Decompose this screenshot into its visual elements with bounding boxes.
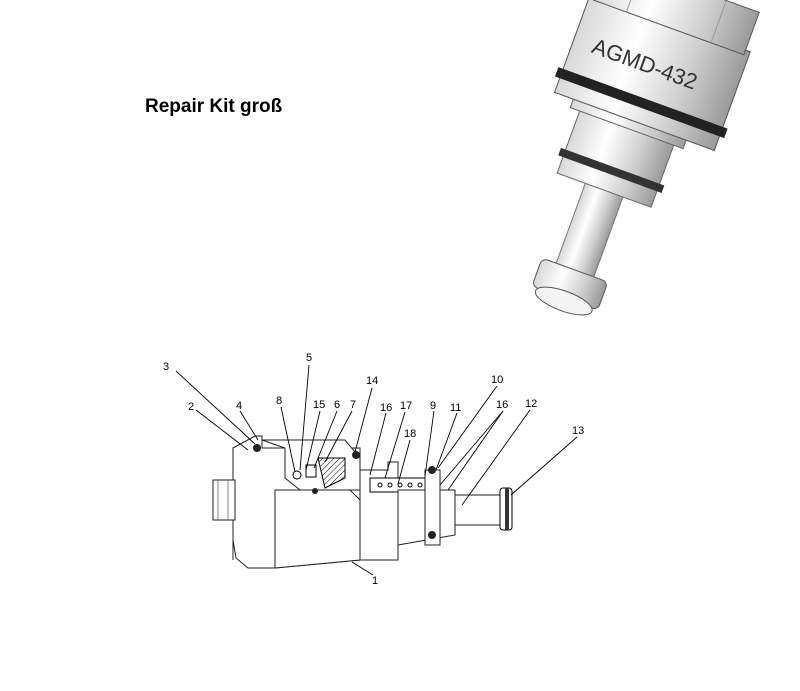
callout-17: 17 bbox=[400, 400, 412, 412]
render-oring-lower bbox=[558, 147, 665, 193]
callout-5: 5 bbox=[306, 352, 312, 364]
oring-ball bbox=[312, 488, 318, 494]
cartridge-render: AGMD-432 bbox=[533, 0, 760, 316]
callout-18: 18 bbox=[404, 428, 416, 440]
stem bbox=[454, 494, 501, 526]
callout-16-right: 16 bbox=[496, 399, 508, 411]
render-nut-face bbox=[534, 286, 593, 316]
render-flat-2 bbox=[710, 0, 727, 43]
callout-16-left: 16 bbox=[380, 402, 392, 414]
callout-12: 12 bbox=[525, 398, 537, 410]
callout-13: 13 bbox=[572, 425, 584, 437]
callout-labels: 3 2 4 5 8 15 6 7 14 16 17 18 9 11 10 16 … bbox=[163, 352, 584, 587]
render-oring-upper bbox=[555, 67, 728, 139]
callout-1: 1 bbox=[372, 575, 378, 587]
oring-14 bbox=[352, 451, 360, 459]
page-title: Repair Kit groß bbox=[145, 96, 283, 117]
cross-section bbox=[212, 435, 513, 569]
callout-11: 11 bbox=[450, 402, 461, 414]
callout-4: 4 bbox=[236, 400, 242, 412]
callout-2: 2 bbox=[188, 401, 194, 413]
callout-6: 6 bbox=[334, 399, 340, 411]
spring-coils bbox=[377, 482, 423, 488]
ball-15 bbox=[292, 470, 302, 480]
insert-6 bbox=[305, 464, 317, 478]
render-top bbox=[592, 0, 760, 56]
rear-spindle bbox=[212, 479, 236, 521]
callout-3: 3 bbox=[163, 361, 169, 373]
callout-7: 7 bbox=[350, 399, 356, 411]
callout-15: 15 bbox=[313, 399, 325, 411]
callout-8: 8 bbox=[276, 395, 282, 407]
render-flat-1 bbox=[625, 0, 643, 13]
cap-nut-oring bbox=[505, 488, 509, 530]
body-sleeve bbox=[274, 489, 361, 569]
leader-lines bbox=[175, 364, 578, 576]
callout-9: 9 bbox=[430, 400, 436, 412]
oring-3 bbox=[253, 444, 261, 452]
mid-body bbox=[359, 461, 399, 561]
oring-lower bbox=[428, 531, 436, 539]
callout-10: 10 bbox=[491, 374, 503, 386]
callout-14: 14 bbox=[366, 375, 378, 387]
wedge-seal bbox=[317, 457, 346, 489]
oring-10 bbox=[428, 466, 436, 474]
